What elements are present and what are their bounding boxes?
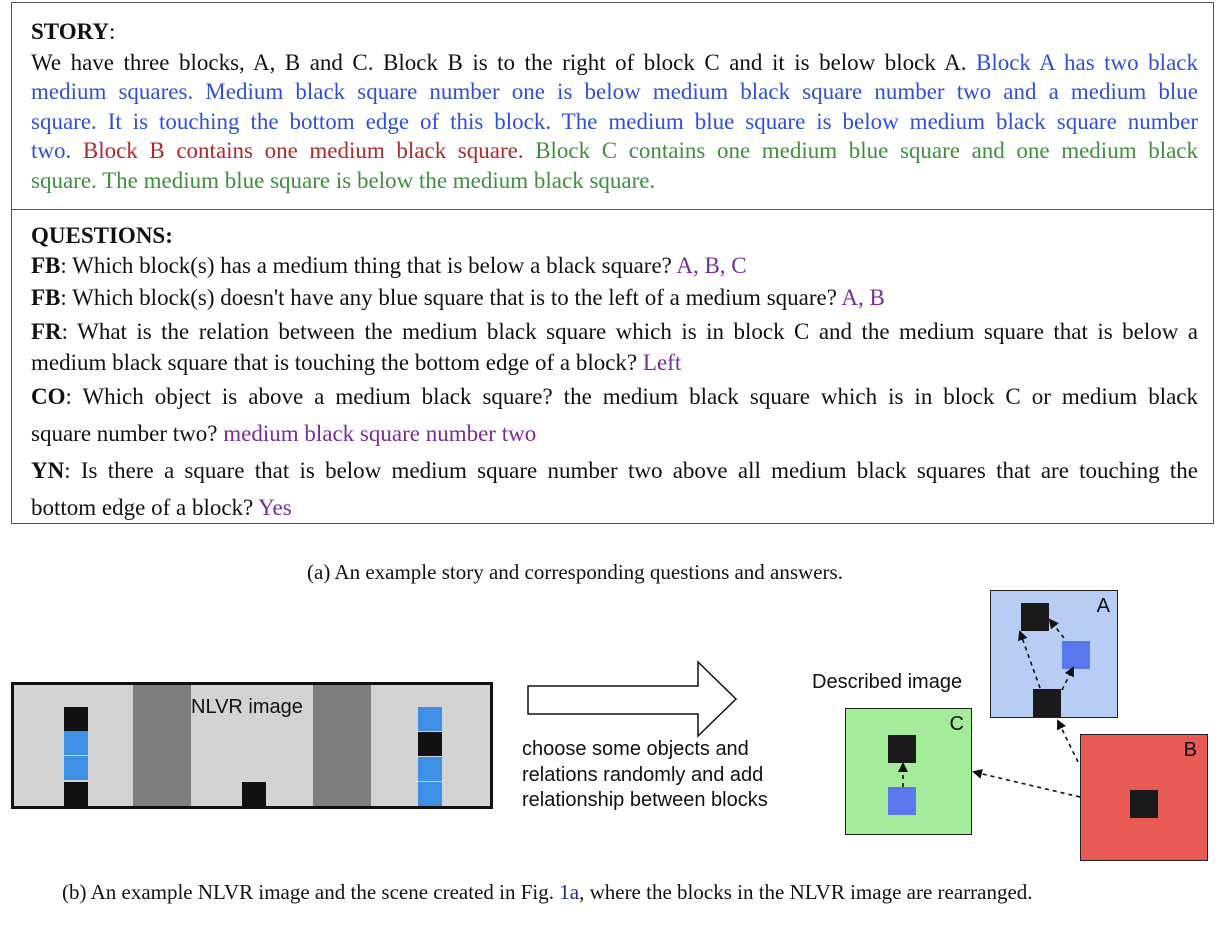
relation-arrow-icon [972,768,1081,798]
text-line: YN: Is there a square that is below medi… [31,456,1198,486]
text-line: CO: Which object is above a medium black… [31,382,1198,412]
described-image-label: Described image [812,671,963,693]
text-line: FR: What is the relation between the med… [31,317,1198,347]
figure-ref-link[interactable]: 1a [559,880,580,904]
text-segment: Block A has two black [975,50,1198,75]
text-line: FB: Which block(s) doesn't have any blue… [31,283,1198,313]
block-a: A [990,590,1118,718]
answer-text: medium black square number two [223,421,537,446]
caption-a: (a) An example story and corresponding q… [307,560,843,584]
relation-arrow-icon [1048,618,1065,639]
text-line: bottom edge of a block? Yes [31,493,1198,523]
question-type: FB [31,253,61,278]
text-segment: medium black square that is touching the… [31,350,643,375]
block-b-label: B [1183,739,1197,761]
text-segment: : Which block(s) has a medium thing that… [60,253,677,278]
text-line: medium black square that is touching the… [31,348,1198,378]
answer-text: Yes [258,495,292,520]
questions-heading: QUESTIONS: [31,223,173,248]
text-segment: : Which block(s) doesn't have any blue s… [60,285,842,310]
black-square [1130,790,1158,818]
text-segment: : What is the relation between the mediu… [61,319,1198,344]
nlvr-blue-square [64,756,88,780]
question-type: FR [31,319,62,344]
text-line: square. It is touching the bottom edge o… [31,107,1198,137]
nlvr-black-square [64,707,88,731]
text-line: FB: Which block(s) has a medium thing th… [31,251,1198,281]
text-segment: square. The medium blue square is below … [31,168,656,193]
nlvr-black-square [418,732,442,756]
nlvr-blue-square [418,707,442,731]
text-line: two. Block B contains one medium black s… [31,136,1198,166]
nlvr-blue-square [418,757,442,781]
example-frame: STORY: We have three blocks, A, B and C.… [11,2,1214,524]
text-line: We have three blocks, A, B and C. Block … [31,48,1198,78]
block-c: C [845,708,972,835]
block-c-label: C [949,713,964,735]
block-b: B [1080,734,1208,861]
black-square-one [1033,689,1061,717]
question-type: FB [31,285,61,310]
blue-square [888,787,916,815]
nlvr-divider [133,685,191,806]
answer-text: A, B [841,285,885,310]
relation-arrow-icon [1017,630,1041,689]
relation-arrow-icon [1057,719,1079,763]
text-segment: Block C contains one medium blue square … [535,138,1198,163]
black-square-two [1021,603,1049,631]
text-line: square. The medium blue square is below … [31,166,1198,196]
nlvr-label: NLVR image [191,696,303,718]
arrow-description: choose some objects and relations random… [522,738,768,811]
nlvr-black-square [242,782,266,806]
text-segment: square. It is touching the bottom edge o… [31,109,1198,134]
blue-square [1062,641,1090,669]
text-segment: : Is there a square that is below medium… [64,458,1198,483]
story-heading: STORY: [31,19,116,44]
text-line: medium squares. Medium black square numb… [31,77,1198,107]
block-a-label: A [1096,595,1110,617]
nlvr-divider [313,685,371,806]
text-segment: bottom edge of a block? [31,495,259,520]
text-segment: : Which object is above a medium black s… [65,384,1199,409]
nlvr-image: NLVR image [11,682,493,809]
question-type: YN [31,458,65,483]
text-line: square number two? medium black square n… [31,419,1198,449]
text-segment: medium squares. Medium black square numb… [31,79,1198,104]
text-segment: two. [31,138,83,163]
questions-section: QUESTIONS: FB: Which block(s) has a medi… [12,210,1213,523]
question-type: CO [31,384,66,409]
text-segment: square number two? [31,421,224,446]
nlvr-black-square [64,782,88,806]
answer-text: A, B, C [676,253,747,278]
text-segment: We have three blocks, A, B and C. Block … [31,50,976,75]
relation-arrow-icon [1061,666,1074,691]
nlvr-blue-square [64,731,88,755]
answer-text: Left [642,350,682,375]
text-segment: Block B contains one medium black square… [82,138,536,163]
story-section: STORY: We have three blocks, A, B and C.… [12,3,1213,210]
black-square [888,735,916,763]
transform-arrow-icon [527,660,738,738]
nlvr-blue-square [418,782,442,806]
caption-b: (b) An example NLVR image and the scene … [62,880,1033,904]
